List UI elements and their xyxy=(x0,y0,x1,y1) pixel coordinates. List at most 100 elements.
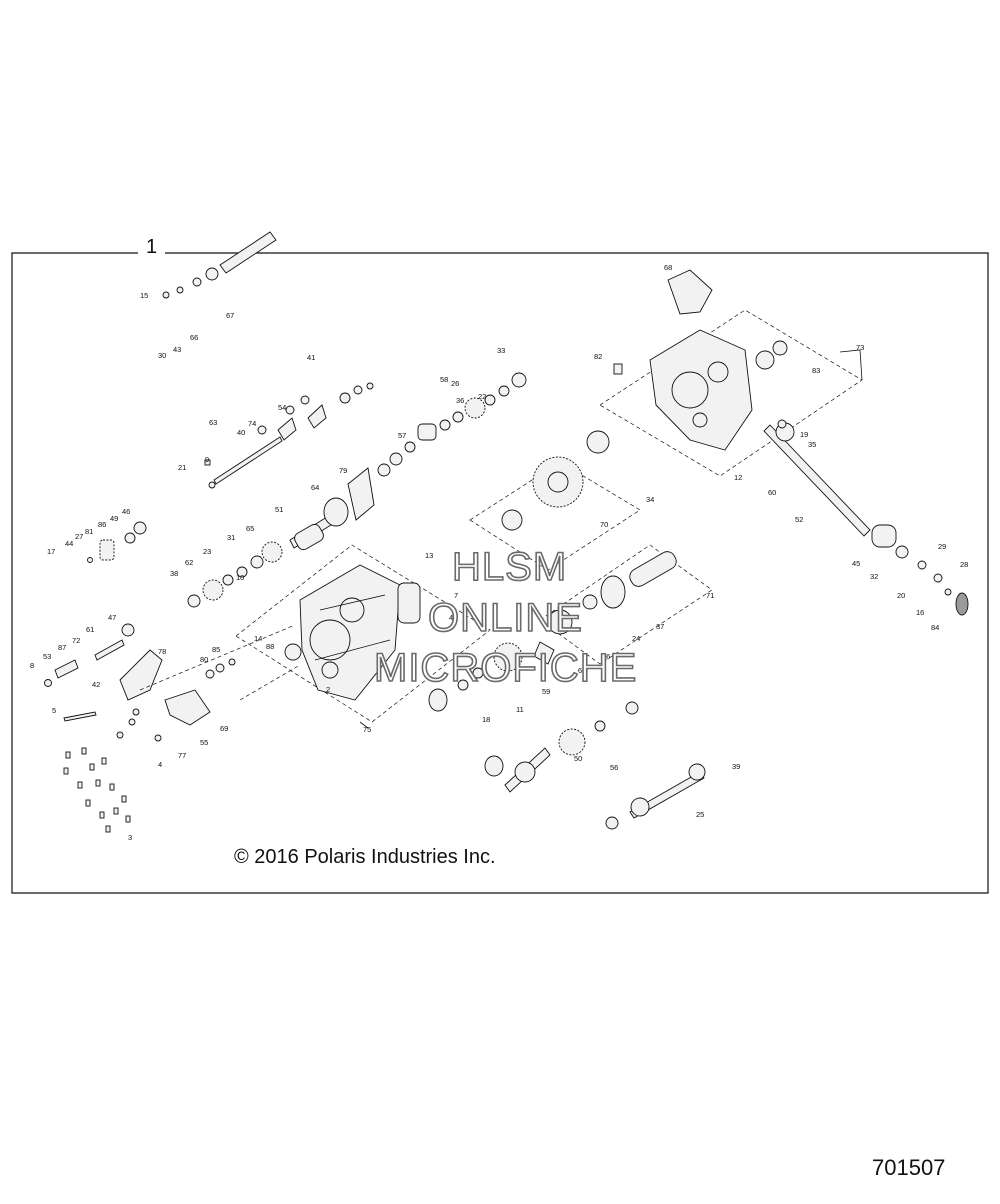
callout-60: 60 xyxy=(768,488,776,497)
callout-87: 87 xyxy=(58,643,66,652)
callout-57: 57 xyxy=(398,431,406,440)
callout-54: 54 xyxy=(278,403,286,412)
callout-21: 21 xyxy=(178,463,186,472)
callout-72: 72 xyxy=(72,636,80,645)
leader-75 xyxy=(359,721,369,729)
callout-4: 4 xyxy=(158,760,162,769)
callout-59: 59 xyxy=(542,687,550,696)
callout-3: 3 xyxy=(128,833,132,842)
callout-5: 5 xyxy=(52,706,56,715)
callout-13: 13 xyxy=(425,551,433,560)
callout-49: 49 xyxy=(110,514,118,523)
callout-11: 11 xyxy=(516,705,524,714)
main-case-part xyxy=(284,564,421,701)
callout-73: 73 xyxy=(856,343,864,352)
bolts-part xyxy=(63,747,131,833)
callout-17: 17 xyxy=(47,547,55,556)
callout-31: 31 xyxy=(227,533,235,542)
callout-65: 65 xyxy=(246,524,254,533)
assembly-outline-main-case xyxy=(235,544,491,723)
callout-84: 84 xyxy=(931,623,939,632)
callout-labels: 2345678910111213141516171819202122232425… xyxy=(30,263,968,842)
callout-82: 82 xyxy=(594,352,602,361)
callout-58: 58 xyxy=(440,375,448,384)
assembly-outline-idler xyxy=(469,461,641,571)
callout-42: 42 xyxy=(92,680,100,689)
callout-34: 34 xyxy=(646,495,654,504)
frame-border xyxy=(11,252,989,894)
gear-train-part xyxy=(428,642,706,830)
callout-74: 74 xyxy=(248,419,256,428)
callout-19: 19 xyxy=(800,430,808,439)
callout-47: 47 xyxy=(108,613,116,622)
watermark-line-1: HLSM xyxy=(451,544,568,590)
callout-67: 67 xyxy=(226,311,234,320)
copyright-notice: © 2016 Polaris Industries Inc. xyxy=(234,846,496,868)
callout-70: 70 xyxy=(600,520,608,529)
shift-drum-part xyxy=(323,372,527,527)
callout-46: 46 xyxy=(122,507,130,516)
callout-43: 43 xyxy=(173,345,181,354)
callout-25: 25 xyxy=(696,810,704,819)
callout-32: 32 xyxy=(870,572,878,581)
callout-61: 61 xyxy=(86,625,94,634)
callout-56: 56 xyxy=(610,763,618,772)
callout-15: 15 xyxy=(140,291,148,300)
callout-7: 7 xyxy=(454,591,458,600)
callout-81: 81 xyxy=(85,527,93,536)
callout-48: 48 xyxy=(449,613,457,622)
callout-55: 55 xyxy=(200,738,208,747)
callout-76: 76 xyxy=(602,652,610,661)
callout-69: 69 xyxy=(220,724,228,733)
callout-88: 88 xyxy=(266,642,274,651)
alignment-line xyxy=(139,624,296,691)
idler-gear-part xyxy=(501,430,610,531)
callout-50: 50 xyxy=(574,754,582,763)
callout-77: 77 xyxy=(178,751,186,760)
callout-83: 83 xyxy=(812,366,820,375)
watermark-line-2: ONLINE xyxy=(427,595,583,641)
drawing-number: 701507 xyxy=(872,1155,946,1180)
callout-18: 18 xyxy=(482,715,490,724)
output-gear-part xyxy=(533,551,677,665)
callout-75: 75 xyxy=(363,725,371,734)
callout-40: 40 xyxy=(237,428,245,437)
left-small-parts xyxy=(44,521,236,742)
output-shaft-part xyxy=(763,419,969,616)
shift-fork-part xyxy=(162,231,374,489)
callout-78: 78 xyxy=(158,647,166,656)
callout-6: 6 xyxy=(578,666,582,675)
cover-case-part xyxy=(613,269,788,451)
leader-73 xyxy=(839,349,863,381)
callout-63: 63 xyxy=(209,418,217,427)
callout-62: 62 xyxy=(185,558,193,567)
callout-85: 85 xyxy=(212,645,220,654)
watermark-line-3: MICROFICHE xyxy=(373,645,638,691)
callout-10: 10 xyxy=(236,573,244,582)
frame-title: 1 xyxy=(146,236,158,258)
callout-38: 38 xyxy=(170,569,178,578)
callout-41: 41 xyxy=(307,353,315,362)
callout-33: 33 xyxy=(497,346,505,355)
callout-29: 29 xyxy=(938,542,946,551)
callout-23: 23 xyxy=(203,547,211,556)
callout-37: 37 xyxy=(656,622,664,631)
callout-71: 71 xyxy=(706,591,714,600)
callout-8: 8 xyxy=(30,661,34,670)
callout-27: 27 xyxy=(75,532,83,541)
callout-79: 79 xyxy=(339,466,347,475)
callout-2: 2 xyxy=(326,685,330,694)
callout-68: 68 xyxy=(664,263,672,272)
callout-28: 28 xyxy=(960,560,968,569)
callout-39: 39 xyxy=(732,762,740,771)
callout-24: 24 xyxy=(632,634,640,643)
callout-12: 12 xyxy=(734,473,742,482)
callout-44: 44 xyxy=(65,539,73,548)
callout-20: 20 xyxy=(897,591,905,600)
callout-30: 30 xyxy=(158,351,166,360)
callout-22: 22 xyxy=(478,392,486,401)
callout-51: 51 xyxy=(275,505,283,514)
callout-52: 52 xyxy=(795,515,803,524)
